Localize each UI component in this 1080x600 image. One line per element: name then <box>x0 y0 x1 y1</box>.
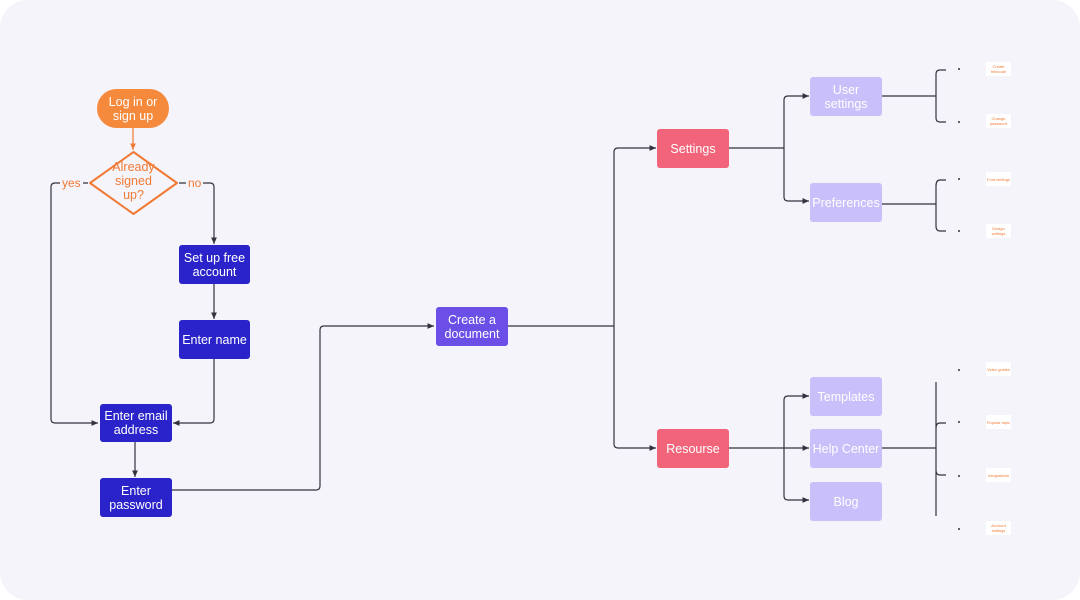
enter-name-node[interactable]: Enter name <box>179 320 250 359</box>
edge-to-templates <box>783 393 809 448</box>
create-document-node[interactable]: Create a document <box>436 307 508 346</box>
decision-label: Already signed up? <box>112 160 155 202</box>
setup-account-node[interactable]: Set up free account <box>179 245 250 284</box>
edge-to-preferences <box>783 148 809 204</box>
resourse-label: Resourse <box>666 441 720 456</box>
bracket-preferences <box>882 179 946 232</box>
enter-email-node[interactable]: Enter email address <box>100 404 172 442</box>
blog-node[interactable]: Blog <box>810 482 882 521</box>
leaf-design-settings[interactable]: Design settings <box>986 224 1011 238</box>
enter-name-label: Enter name <box>182 332 247 347</box>
leaf-font-settings[interactable]: Font settings <box>986 172 1011 186</box>
leaf-dot <box>958 121 960 123</box>
leaf-dot <box>958 369 960 371</box>
setup-account-label: Set up free account <box>183 250 246 279</box>
no-label: no <box>186 176 204 190</box>
bracket-help <box>882 382 946 516</box>
leaf-popular-topic[interactable]: Popular topic <box>986 415 1011 429</box>
enter-email-label: Enter email address <box>104 409 168 437</box>
enter-password-node[interactable]: Enter password <box>100 478 172 517</box>
enter-password-label: Enter password <box>109 483 163 512</box>
help-center-label: Help Center <box>812 441 880 456</box>
create-document-label: Create a document <box>444 312 500 341</box>
user-settings-node[interactable]: User settings <box>810 77 882 116</box>
edge-to-resourse <box>613 326 656 451</box>
edge-to-settings <box>613 145 656 326</box>
leaf-dot <box>958 230 960 232</box>
blog-label: Blog <box>833 494 859 509</box>
leaf-dot <box>958 178 960 180</box>
leaf-dot <box>958 528 960 530</box>
preferences-node[interactable]: Preferences <box>810 183 882 222</box>
decision-diamond[interactable] <box>87 150 180 216</box>
leaf-dot <box>958 421 960 423</box>
edge-yes <box>50 182 98 426</box>
edge-name-email <box>173 359 215 426</box>
leaf-create-telecode[interactable]: Create telecode <box>986 62 1011 76</box>
user-settings-label: User settings <box>824 82 868 111</box>
resourse-node[interactable]: Resourse <box>657 429 729 468</box>
edge-to-blog <box>783 448 809 503</box>
leaf-integrations[interactable]: Integrations <box>986 468 1011 482</box>
leaf-video-guides[interactable]: Video guides <box>986 362 1011 376</box>
start-node[interactable]: Log in or sign up <box>97 89 169 128</box>
help-center-node[interactable]: Help Center <box>810 429 882 468</box>
settings-node[interactable]: Settings <box>657 129 729 168</box>
edge-no <box>179 182 217 244</box>
templates-label: Templates <box>817 389 875 404</box>
leaf-change-password[interactable]: Change password <box>986 114 1011 128</box>
leaf-account-settings[interactable]: Account settings <box>986 521 1011 535</box>
leaf-dot <box>958 68 960 70</box>
templates-node[interactable]: Templates <box>810 377 882 416</box>
edge-to-user-settings <box>783 93 809 148</box>
bracket-user-settings <box>882 69 946 123</box>
settings-label: Settings <box>670 141 716 156</box>
edge-password-create <box>172 323 434 491</box>
start-label: Log in or sign up <box>108 94 158 123</box>
preferences-label: Preferences <box>812 195 880 210</box>
yes-label: yes <box>60 176 83 190</box>
leaf-dot <box>958 475 960 477</box>
